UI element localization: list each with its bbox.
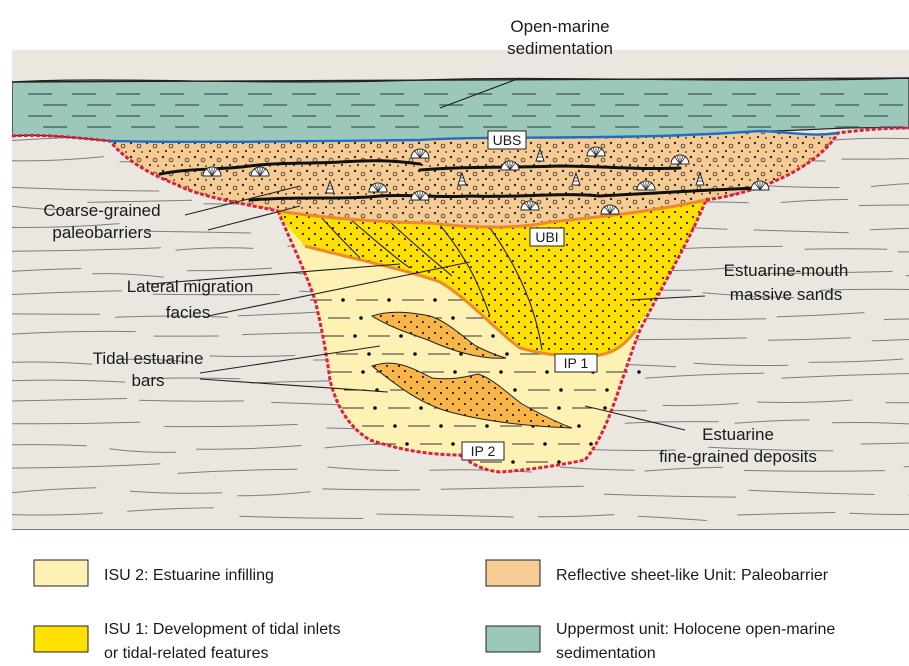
ip2-tag: IP 2 (462, 442, 504, 460)
label-tidal-2: bars (131, 371, 164, 390)
label-mouth-1: Estuarine-mouth (724, 261, 849, 280)
label-fine-2: fine-grained deposits (659, 447, 817, 466)
legend-item-isu2: ISU 2: Estuarine infilling (34, 560, 274, 586)
isu2-dot (557, 460, 561, 464)
legend-item-isu1: ISU 1: Development of tidal inlets or ti… (34, 621, 341, 662)
legend-item-uppermost: Uppermost unit: Holocene open-marine sed… (486, 621, 835, 662)
isu2-dot (419, 406, 423, 410)
isu2-dot (451, 442, 455, 446)
strata-line (805, 249, 888, 250)
label-lateral-1: Lateral migration (127, 277, 254, 296)
isu2-dot (393, 424, 397, 428)
isu2-dot (359, 316, 363, 320)
label-open-marine-1: Open-marine (510, 17, 609, 36)
isu2-dot (603, 406, 607, 410)
legend-isu2-label: ISU 2: Estuarine infilling (104, 567, 274, 584)
ubs-tag: UBS (488, 131, 526, 149)
label-coarse-2: paleobarriers (52, 223, 151, 242)
label-fine-1: Estuarine (702, 425, 774, 444)
legend-item-reflective: Reflective sheet-like Unit: Paleobarrier (486, 560, 829, 586)
isu2-dot (373, 406, 377, 410)
isu2-dot (405, 442, 409, 446)
isu2-dot (387, 298, 391, 302)
isu2-dot (543, 442, 547, 446)
legend-uppermost-label-2: sedimentation (556, 645, 656, 662)
ubi-tag: UBI (530, 228, 564, 246)
isu2-dot (361, 370, 365, 374)
ip2-label: IP 2 (471, 443, 496, 459)
isu2-dot (637, 370, 641, 374)
isu2-dot (399, 334, 403, 338)
isu2-dot (413, 352, 417, 356)
isu2-dot (491, 334, 495, 338)
isu2-dot (559, 388, 563, 392)
isu2-dot (341, 298, 345, 302)
label-tidal-1: Tidal estuarine (93, 349, 204, 368)
legend-isu1-label-1: ISU 1: Development of tidal inlets (104, 621, 341, 638)
ip1-tag: IP 1 (555, 354, 597, 372)
legend: ISU 2: Estuarine infilling ISU 1: Develo… (34, 560, 835, 662)
isu2-dot (367, 352, 371, 356)
isu2-dot (505, 352, 509, 356)
isu2-dot (605, 388, 609, 392)
isu2-dot (577, 424, 581, 428)
isu2-dot (499, 370, 503, 374)
legend-reflective-label: Reflective sheet-like Unit: Paleobarrier (556, 567, 829, 584)
isu2-dot (545, 370, 549, 374)
legend-uppermost-label-1: Uppermost unit: Holocene open-marine (556, 621, 835, 638)
label-open-marine-2: sedimentation (507, 39, 613, 58)
ubs-label: UBS (493, 132, 522, 148)
isu2-dot (353, 334, 357, 338)
sky-area (12, 10, 909, 50)
label-coarse-1: Coarse-grained (43, 201, 160, 220)
isu2-dot (511, 460, 515, 464)
isu2-dot (433, 298, 437, 302)
ip1-label: IP 1 (564, 355, 589, 371)
isu2-dot (453, 370, 457, 374)
legend-isu1-label-2: or tidal-related features (104, 645, 269, 662)
isu2-dot (513, 388, 517, 392)
isu2-dot (451, 316, 455, 320)
isu2-dot (589, 442, 593, 446)
isu2-dot (557, 406, 561, 410)
label-lateral-2: facies (166, 303, 210, 322)
isu2-dot (485, 424, 489, 428)
label-mouth-2: massive sands (730, 285, 842, 304)
isu2-dot (439, 424, 443, 428)
ubi-label: UBI (535, 229, 558, 245)
